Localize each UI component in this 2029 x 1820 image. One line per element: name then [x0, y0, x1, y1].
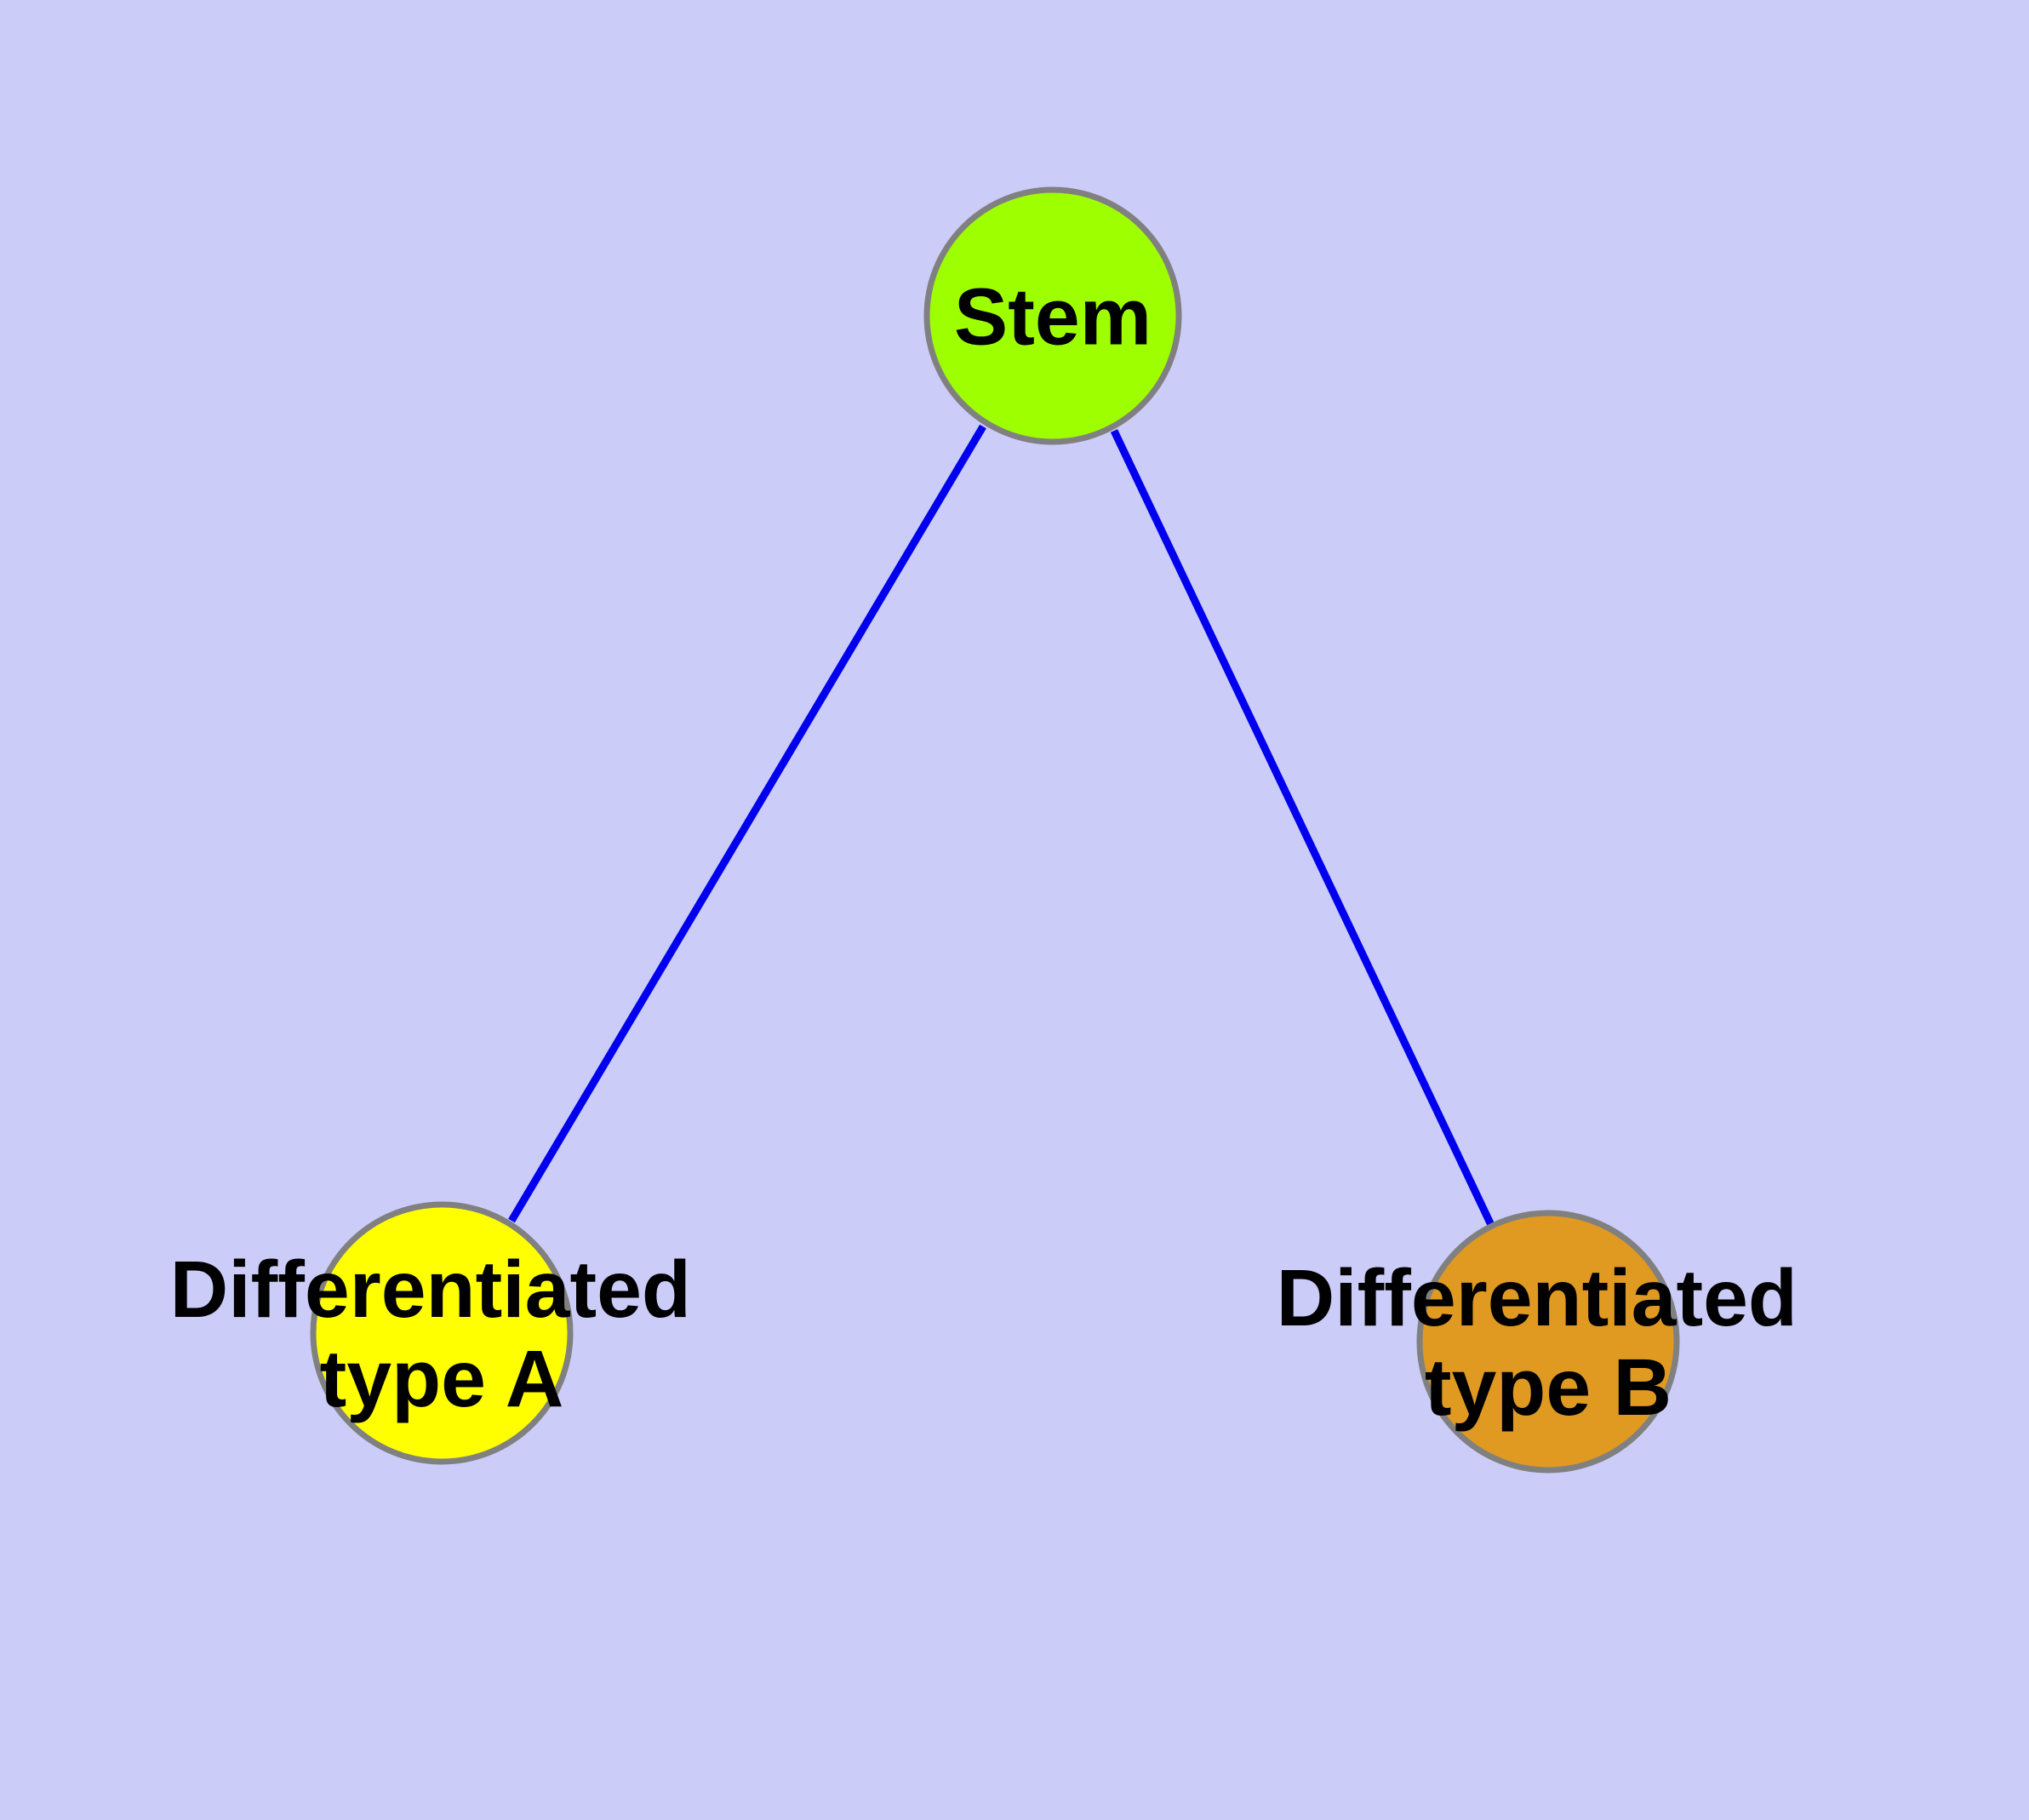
node-stem-label: Stem [954, 272, 1152, 362]
node-differentiated-type-a-label-line-1: Differentiated [170, 1245, 691, 1335]
node-stem[interactable] [923, 186, 1182, 445]
node-differentiated-type-b-label: Differentiated type B [1277, 1253, 1820, 1433]
node-stem-circle[interactable] [923, 186, 1182, 445]
label-layer: Stem Differentiated type A Differentiate… [170, 272, 1820, 1433]
node-differentiated-type-b-label-line-1: Differentiated [1277, 1253, 1798, 1343]
node-differentiated-type-a-circle[interactable] [310, 1201, 574, 1465]
node-differentiated-type-b[interactable] [1416, 1210, 1680, 1474]
edge-layer [508, 424, 1495, 1227]
node-stem-label-line-1: Stem [954, 272, 1152, 362]
edge-stem-to-differentiated-type-b [1110, 429, 1495, 1227]
node-differentiated-type-b-label-line-2: type B [1425, 1342, 1672, 1433]
node-differentiated-type-a-label-line-2: type A [320, 1334, 564, 1424]
node-differentiated-type-a-label: Differentiated type A [170, 1245, 714, 1424]
edge-stem-to-differentiated-type-a [508, 424, 986, 1223]
node-differentiated-type-b-circle[interactable] [1416, 1210, 1680, 1474]
node-differentiated-type-a[interactable] [310, 1201, 574, 1465]
node-layer [310, 186, 1680, 1474]
